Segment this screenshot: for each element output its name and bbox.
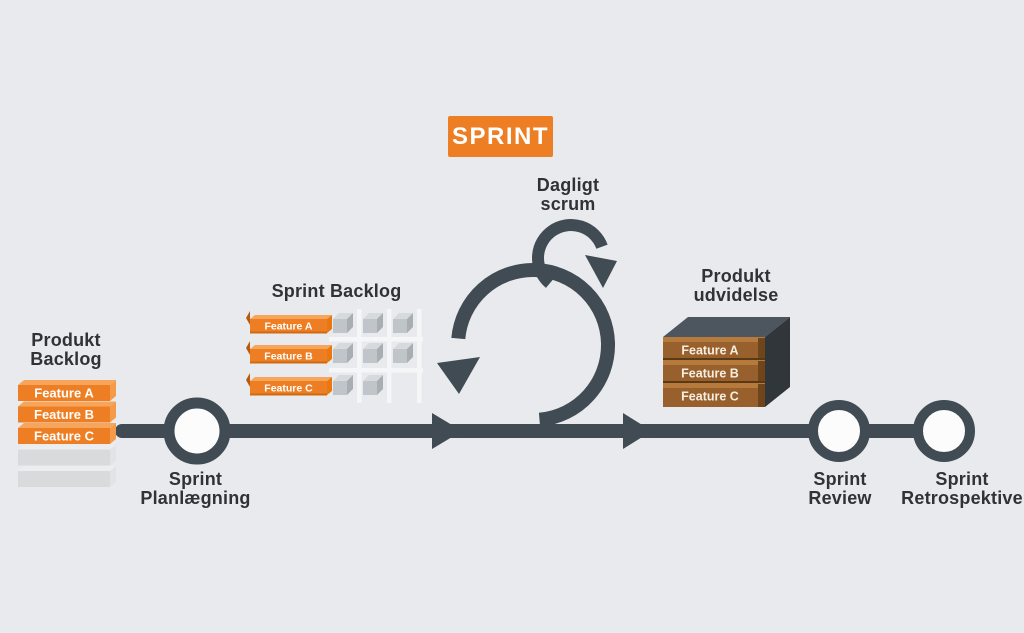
sprint-backlog-bar-label: Feature B (264, 351, 313, 363)
backlog-slab: Feature B (18, 401, 116, 423)
node-sprint-planning (163, 397, 231, 465)
scrum-loop-arrow-icon (437, 357, 480, 394)
increment-slab-label: Feature A (681, 344, 738, 358)
sprint-planning-label: Sprint Planlægning (140, 469, 251, 508)
increment-slab: Feature B (663, 360, 765, 381)
backlog-slab: Feature C (18, 423, 116, 444)
sprint-backlog-bar: Feature B (246, 341, 332, 364)
task-cube-icon (393, 343, 413, 363)
flow-arrow-icon (623, 413, 652, 449)
daily-scrum-arrow-icon (585, 255, 617, 288)
task-cube-icon (363, 375, 383, 395)
sprint-backlog-label: Sprint Backlog (271, 281, 402, 301)
increment-slab-label: Feature C (681, 390, 739, 404)
task-cube-icon (333, 313, 353, 333)
backlog-empty-slot (18, 444, 116, 466)
task-grid-lines (329, 309, 423, 403)
task-cube-icon (333, 375, 353, 395)
backlog-slab-label: Feature A (34, 386, 94, 401)
backlog-slab-label: Feature B (34, 407, 94, 422)
backlog-slab-label: Feature C (34, 429, 95, 444)
product-increment-label: Produkt udvidelse (693, 266, 779, 305)
backlog-slab: Feature A (18, 380, 116, 401)
node-sprint-retrospective (913, 400, 975, 462)
task-cube-icon (363, 313, 383, 333)
box-side-face (765, 317, 790, 407)
sprint-retrospective-label: Sprint Retrospektive (901, 469, 1023, 508)
sprint-backlog-bar: Feature A (246, 311, 332, 334)
product-increment-box: Feature A Feature B Feature C (663, 317, 790, 407)
increment-slab-label: Feature B (681, 367, 739, 381)
box-top-face (663, 317, 790, 337)
flow-arrow-icon (432, 413, 462, 449)
backlog-empty-slot (18, 466, 116, 487)
sprint-badge-label: SPRINT (451, 122, 549, 150)
sprint-badge: SPRINT (448, 116, 553, 157)
scrum-loop-large-arc (451, 263, 615, 427)
daily-scrum-label: Dagligt scrum (536, 175, 600, 214)
node-sprint-review (808, 400, 870, 462)
task-cube-icon (393, 313, 413, 333)
product-backlog-label: Produkt Backlog (30, 330, 102, 369)
sprint-backlog-bar: Feature C (246, 373, 332, 396)
task-cube-icon (363, 343, 383, 363)
task-cube-icon (333, 343, 353, 363)
increment-slab: Feature A (663, 337, 765, 358)
sprint-backlog-bar-label: Feature A (264, 321, 312, 333)
increment-slab: Feature C (663, 383, 765, 407)
product-backlog-stack: Feature A Feature B Feature C (18, 380, 116, 487)
sprint-backlog-bar-label: Feature C (264, 383, 313, 395)
sprint-backlog-board: Feature A Feature B Feature C (246, 309, 423, 403)
sprint-review-label: Sprint Review (808, 469, 872, 508)
daily-scrum-loop-arc (532, 219, 608, 288)
